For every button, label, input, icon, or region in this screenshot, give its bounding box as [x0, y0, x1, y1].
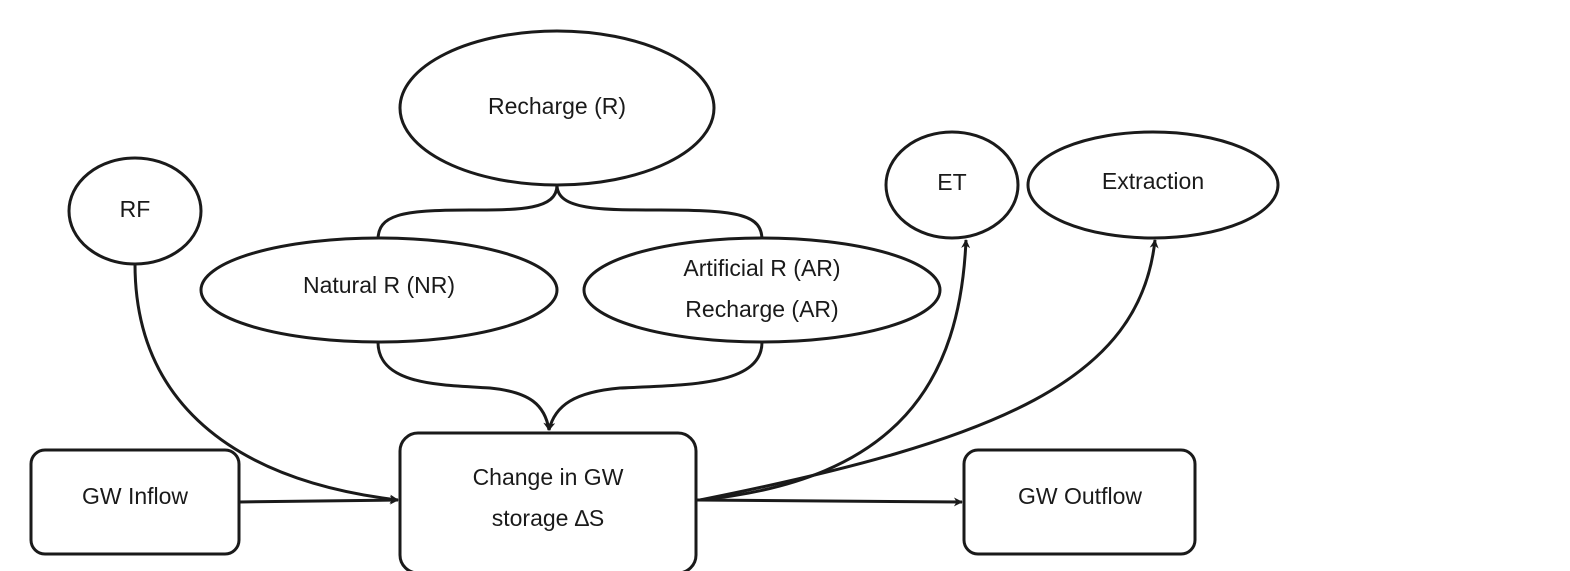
recharge-split-brace-right: [555, 184, 764, 241]
natural-recharge-node: Natural R (NR): [199, 236, 559, 344]
recharge-node: Recharge (R): [398, 29, 716, 187]
artificial-recharge-label-line2: Recharge (AR): [685, 296, 838, 322]
artificial-recharge-label-line1: Artificial R (AR): [683, 255, 840, 281]
gw-outflow-node: GW Outflow: [962, 448, 1197, 556]
rf-node: RF: [67, 156, 203, 266]
artificial-recharge-node: Artificial R (AR) Recharge (AR): [582, 236, 942, 344]
storage-change-label-line1: Change in GW: [473, 464, 624, 490]
storage-to-extraction-arrow: [699, 239, 1159, 502]
storage-to-outflow-arrow: [695, 497, 963, 507]
extraction-node: Extraction: [1026, 130, 1280, 240]
storage-change-node: Change in GW storage ∆S: [398, 431, 698, 571]
inflow-to-storage-arrow: [238, 495, 399, 505]
recharge-label: Recharge (R): [488, 93, 626, 119]
recharge-split-brace: [376, 184, 559, 241]
et-label: ET: [937, 169, 966, 195]
rf-to-storage-arrow: [133, 263, 399, 504]
et-node: ET: [884, 130, 1020, 240]
gw-inflow-node: GW Inflow: [29, 448, 241, 556]
gw-inflow-label: GW Inflow: [82, 483, 188, 509]
recharge-merge-connector-left: [376, 341, 553, 431]
rf-label: RF: [120, 196, 151, 222]
storage-to-et-arrow: [699, 239, 971, 502]
natural-recharge-label: Natural R (NR): [303, 272, 455, 298]
gw-outflow-label: GW Outflow: [1018, 483, 1142, 509]
extraction-label: Extraction: [1102, 168, 1204, 194]
recharge-merge-connector-right: [546, 341, 764, 431]
storage-change-label-line2: storage ∆S: [492, 505, 605, 531]
